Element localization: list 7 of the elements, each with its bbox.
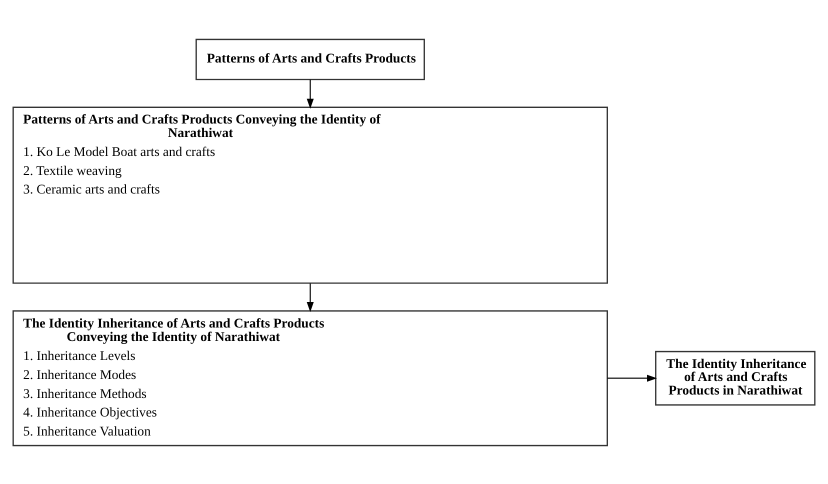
node-box: The Identity Inheritance of Arts and Crafts Products Conveying the Identity of Narathiwat 1. Inheritance Levels 2. Inheritance Modes 3. Inheritance Methods 4. Inheritance Objectives 5. Inheritance Valuation <box>12 310 608 446</box>
arrow <box>306 79 314 108</box>
arrow <box>306 283 314 312</box>
arrow <box>607 374 658 382</box>
node-box: The Identity Inheritance of Arts and Crafts Products in Narathiwat <box>655 350 816 406</box>
node-box: Patterns of Arts and Crafts Products <box>196 38 425 80</box>
node-box: Patterns of Arts and Crafts Products Conveying the Identity of Narathiwat 1. Ko Le Model Boat arts and crafts 2. Textile weaving 3. Ceramic arts and crafts <box>12 106 608 284</box>
